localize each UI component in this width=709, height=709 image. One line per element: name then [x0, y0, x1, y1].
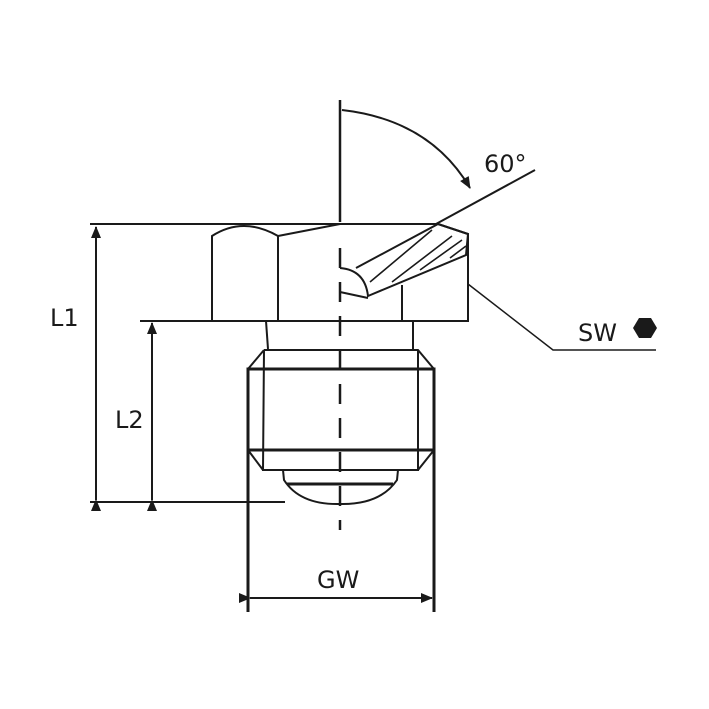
thread-inner — [247, 349, 435, 471]
hex-head — [211, 223, 469, 322]
hexagon-icon — [633, 318, 657, 338]
hex-section — [339, 222, 470, 299]
thread-outer — [246, 367, 436, 452]
label-angle: 60° — [484, 150, 527, 178]
angle-line — [435, 169, 536, 225]
angle-arc — [341, 109, 471, 189]
label-l2: L2 — [115, 406, 144, 434]
section-hatch — [369, 229, 467, 283]
neck — [265, 320, 414, 350]
label-gw: GW — [317, 566, 359, 594]
sw-leader — [467, 283, 656, 351]
dome — [282, 469, 399, 506]
label-sw: SW — [578, 319, 617, 347]
label-l1: L1 — [50, 304, 79, 332]
